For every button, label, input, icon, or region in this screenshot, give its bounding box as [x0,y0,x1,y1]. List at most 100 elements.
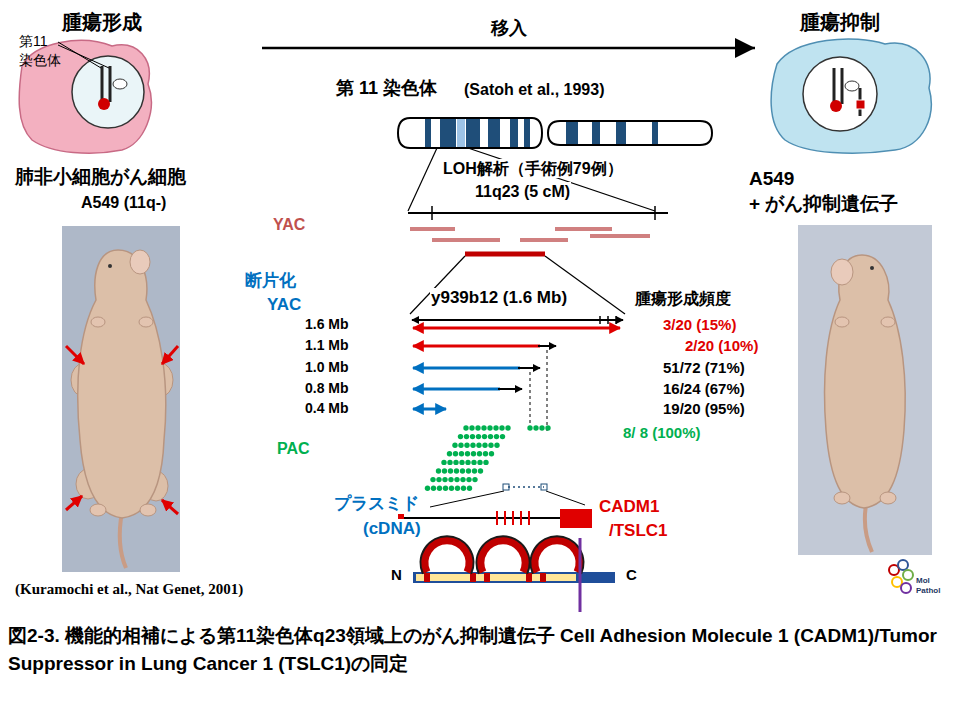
pac-clone-dot [483,460,488,465]
gene-structure [497,511,529,525]
yac-fragment-lines [547,350,548,432]
suppressed-mouse-photo [834,492,850,504]
protein-domains [526,573,532,582]
figure-label: 8/ 8 (100%) [622,424,702,442]
gene-structure [430,491,504,507]
suppressed-mouse-photo [798,225,932,555]
figure-label: 11q23 (5 cM) [474,182,571,201]
protein-domains [416,574,576,581]
pac-clone-dot [539,425,544,430]
protein-domains [413,538,615,612]
pac-clone-dot [466,477,471,482]
chromosome-drawing [510,119,518,147]
figure-label: YAC [266,295,302,315]
figure-label: LOH解析（手術例79例） [442,159,624,178]
yac-fragment-lines [518,367,540,369]
figure-label: 肺非小細胞がん細胞 [14,166,187,189]
figure-label: N [390,566,403,584]
figure-label: 2/20 (10%) [684,337,759,355]
tumor-mouse-photo [139,317,153,327]
figure-label: 16/24 (67%) [662,380,746,398]
figure-label: A549 (11q-) [80,193,167,212]
pac-clone-dot [448,477,453,482]
gene-structure [560,509,592,528]
yac-fragment-lines [413,345,540,348]
pac-clone-dot [477,451,482,456]
pac-clone-dot [465,460,470,465]
pac-clone-dot [430,477,435,482]
figure-label: 第 11 染色体 [335,78,438,100]
chromosome-drawing [616,122,626,144]
pac-clone-dot [464,434,469,439]
leader-line [58,45,109,68]
protein-domains [579,538,582,612]
figure-caption: 図2-3. 機能的相補による第11染色体q23領域上のがん抑制遺伝子 Cell … [8,622,952,677]
chromosome-drawing [398,118,542,148]
region-map [408,206,668,314]
protein-domains [481,541,525,572]
region-map [590,234,650,238]
pac-clone-dot [460,468,465,473]
pac-clone-dot [436,468,441,473]
pac-clone-dot [465,451,470,456]
yac-fragment-lines [413,327,620,330]
figure-label: Pathol [915,586,941,596]
figure-label: (cDNA) [362,519,422,539]
gene-structure [541,484,547,490]
pac-clone-dot [459,460,464,465]
suppressed-mouse-photo [880,492,896,504]
pac-clone-dot [471,451,476,456]
chromosome-drawing [466,119,480,147]
protein-domains [484,573,490,582]
yac-fragment-lines [413,408,446,411]
gene-structure [504,511,506,525]
suppressed-mouse-photo [798,225,932,555]
nucleus [803,57,877,131]
pac-clone-dot [481,425,486,430]
chromosome-drawing [566,122,578,144]
region-map [410,227,455,231]
figure-label: (Kuramochi et al., Nat Genet, 2001) [14,580,244,598]
pac-clone-dot [467,486,472,491]
figure-label: + がん抑制遺伝子 [748,193,899,216]
gene-structure [398,484,592,528]
tumor-mouse-photo [120,512,126,568]
pac-clone-dot [477,460,482,465]
figure-label: 19/20 (95%) [662,400,746,418]
figure-label: 0.4 Mb [304,400,350,417]
pac-clone-dot [488,443,493,448]
pac-clone-dot [437,486,442,491]
figure-label: PAC [276,439,311,458]
pac-clone-dot [463,425,468,430]
pac-clone-dot [470,434,475,439]
gene-structure [512,511,514,525]
chromosome-drawing [425,119,431,147]
centromere-mark [845,81,859,91]
gene-structure [496,511,498,525]
pac-clone-dot [449,486,454,491]
yac-fragment-lines [538,345,556,347]
pac-clone-dot [458,434,463,439]
logo-rings [901,583,911,593]
protein-domains [425,541,469,572]
nucleus [72,56,144,128]
pac-clone-dot [453,451,458,456]
protein-domains [413,572,615,583]
pac-clone-dot [452,443,457,448]
logo-rings [898,560,908,570]
pac-clone-dot [483,451,488,456]
yac-fragment-lines [412,316,623,432]
pac-clone-dot [455,486,460,491]
pac-clone-dot [499,425,504,430]
yac-fragment-lines [599,316,601,324]
chromosome-symbol [109,66,112,102]
pac-clone-dot [469,425,474,430]
pac-clone-dot [464,443,469,448]
figure-label: 腫瘍形成頻度 [634,289,732,308]
pac-clone-dot [447,460,452,465]
pac-clone-dot [470,443,475,448]
cell-heading: 腫瘍形成 [62,10,142,34]
pac-clone-dot [431,486,436,491]
